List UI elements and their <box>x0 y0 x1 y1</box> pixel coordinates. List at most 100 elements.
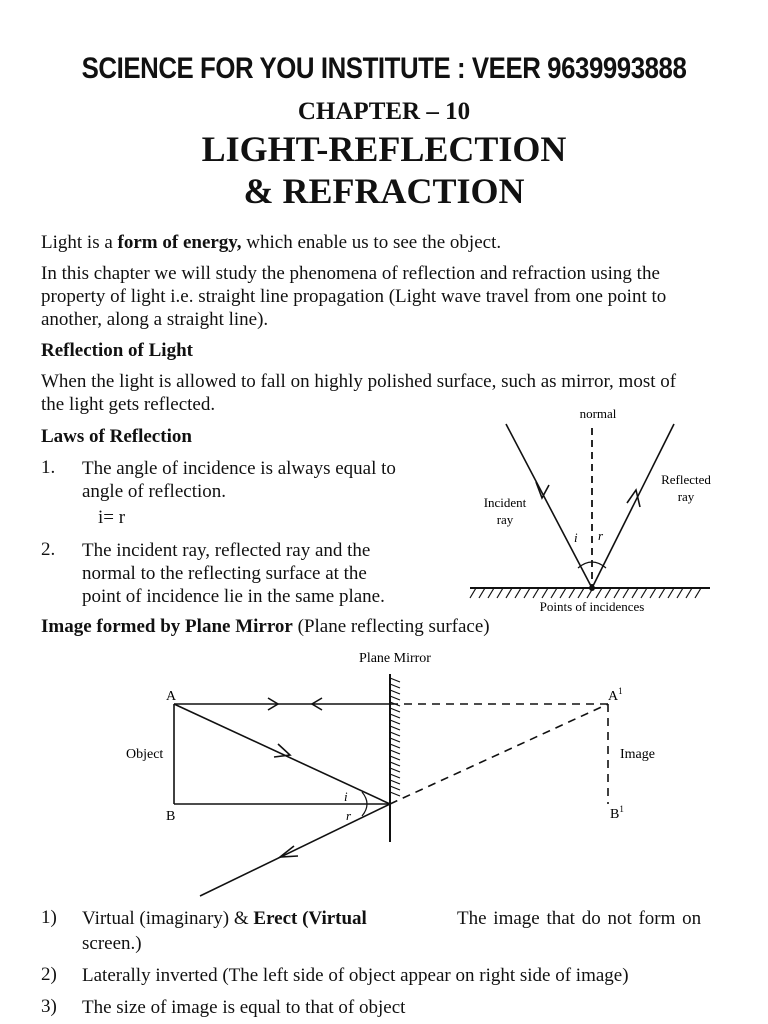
hatch-mark <box>389 791 401 797</box>
hatch-mark <box>389 677 401 683</box>
angle-r-label-2: r <box>346 808 352 823</box>
law2-line3: point of incidence lie in the same plane… <box>82 586 385 607</box>
property1-pre: Virtual (imaginary) & <box>82 908 254 929</box>
hatch-mark <box>595 587 603 599</box>
hatch-mark <box>389 749 401 755</box>
chapter-number: CHAPTER – 10 <box>297 98 471 125</box>
hatch-mark <box>532 587 540 599</box>
law2-line1: The incident ray, reflected ray and the <box>82 540 371 561</box>
hatch-mark <box>389 737 401 743</box>
intro-para2-line1: In this chapter we will study the phenom… <box>41 263 660 284</box>
hatch-mark <box>640 587 648 599</box>
chapter-title-line2: & REFRACTION <box>243 171 525 211</box>
intro-text: Light is a <box>41 232 118 253</box>
property1-right-text: The image that do not form on <box>457 908 702 929</box>
plane-mirror-diagram: Plane Mirror i r A B Object A1 B1 Image <box>126 651 655 897</box>
laws-heading: Laws of Reflection <box>41 426 192 447</box>
point-b1-label: B1 <box>610 804 624 822</box>
object-label: Object <box>126 747 163 762</box>
hatch-mark <box>389 707 401 713</box>
chapter-title-line1: LIGHT-REFLECTION <box>201 129 567 169</box>
hatch-mark <box>694 587 702 599</box>
point-a-label: A <box>166 689 177 704</box>
property1-text: Virtual (imaginary) & Erect (Virtual <box>82 907 367 930</box>
hatch-mark <box>622 587 630 599</box>
property3-number: 3) <box>41 996 57 1017</box>
hatch-mark <box>676 587 684 599</box>
property2-number: 2) <box>41 964 57 985</box>
mirror-hatching <box>469 587 702 599</box>
angle-i-label: i <box>574 530 578 545</box>
intro-line1: Light is a form of energy, which enable … <box>41 231 501 254</box>
hatch-mark <box>487 587 495 599</box>
hatch-mark <box>389 773 401 779</box>
hatch-mark <box>514 587 522 599</box>
incident-ray-label-1: Incident <box>484 495 527 510</box>
reflection-heading: Reflection of Light <box>41 340 193 361</box>
hatch-mark <box>631 587 639 599</box>
virtual-ray-extension <box>389 703 609 805</box>
intro-bold: form of energy, <box>117 232 242 253</box>
hatch-mark <box>523 587 531 599</box>
law1-equation: i= r <box>98 507 126 528</box>
property1-number: 1) <box>41 907 57 928</box>
reflection-diagram: normal i r Incident ray Reflected ray Po… <box>469 406 711 614</box>
property2-text: Laterally inverted (The left side of obj… <box>82 965 629 986</box>
incident-ray-label-2: ray <box>497 512 514 527</box>
hatch-mark <box>389 743 401 749</box>
hatch-mark <box>478 587 486 599</box>
hatch-mark <box>469 587 477 599</box>
hatch-mark <box>667 587 675 599</box>
hatch-mark <box>541 587 549 599</box>
hatch-mark <box>568 587 576 599</box>
property1-line2: screen.) <box>82 933 142 954</box>
point-a1-label: A1 <box>608 686 623 704</box>
property1-bold: Erect (Virtual <box>253 908 367 929</box>
hatch-mark <box>389 689 401 695</box>
reflection-line2: the light gets reflected. <box>41 394 216 415</box>
incident-arrow <box>535 481 550 500</box>
reflection-line1: When the light is allowed to fall on hig… <box>41 371 677 392</box>
intro-text-rest: which enable us to see the object. <box>241 232 502 253</box>
angle-r-label: r <box>598 528 604 543</box>
hatch-mark <box>613 587 621 599</box>
point-of-incidence-label: Points of incidences <box>540 599 645 614</box>
ray-back-arrow <box>310 697 323 711</box>
hatch-mark <box>604 587 612 599</box>
intro-para2-line3: another, along a straight line). <box>41 309 269 330</box>
hatch-mark <box>389 767 401 773</box>
hatch-mark <box>389 719 401 725</box>
angle-i-label-2: i <box>344 789 348 804</box>
law1-line1: The angle of incidence is always equal t… <box>82 458 396 479</box>
hatch-mark <box>389 761 401 767</box>
image-label: Image <box>620 747 655 762</box>
plane-mirror-label: Plane Mirror <box>359 651 431 666</box>
incident-ray <box>505 423 593 589</box>
plane-mirror-hatching <box>389 677 401 797</box>
normal-label: normal <box>580 406 617 421</box>
oblique-incident-ray <box>173 703 391 805</box>
plane-mirror-heading-rest: (Plane reflecting surface) <box>292 616 490 637</box>
hatch-mark <box>577 587 585 599</box>
reflected-ray <box>591 423 675 589</box>
hatch-mark <box>505 587 513 599</box>
law1-line2: angle of reflection. <box>82 481 227 502</box>
reflected-arrow <box>626 488 641 508</box>
hatch-mark <box>389 713 401 719</box>
law1-number: 1. <box>41 457 56 478</box>
reflected-oblique-arrow <box>277 845 299 858</box>
ray-forward-arrow <box>267 697 280 711</box>
hatch-mark <box>389 731 401 737</box>
hatch-mark <box>389 755 401 761</box>
law2-line2: normal to the reflecting surface at the <box>82 563 367 584</box>
reflected-ray-label-2: ray <box>678 489 695 504</box>
reflected-oblique-ray <box>199 803 391 897</box>
institute-header: SCIENCE FOR YOU INSTITUTE : VEER 9639993… <box>81 52 687 85</box>
point-b-label: B <box>166 809 175 824</box>
law2-number: 2. <box>41 539 56 560</box>
plane-mirror-heading-bold: Image formed by Plane Mirror <box>41 616 293 637</box>
hatch-mark <box>389 779 401 785</box>
incidence-point <box>589 585 595 591</box>
hatch-mark <box>559 587 567 599</box>
hatch-mark <box>550 587 558 599</box>
